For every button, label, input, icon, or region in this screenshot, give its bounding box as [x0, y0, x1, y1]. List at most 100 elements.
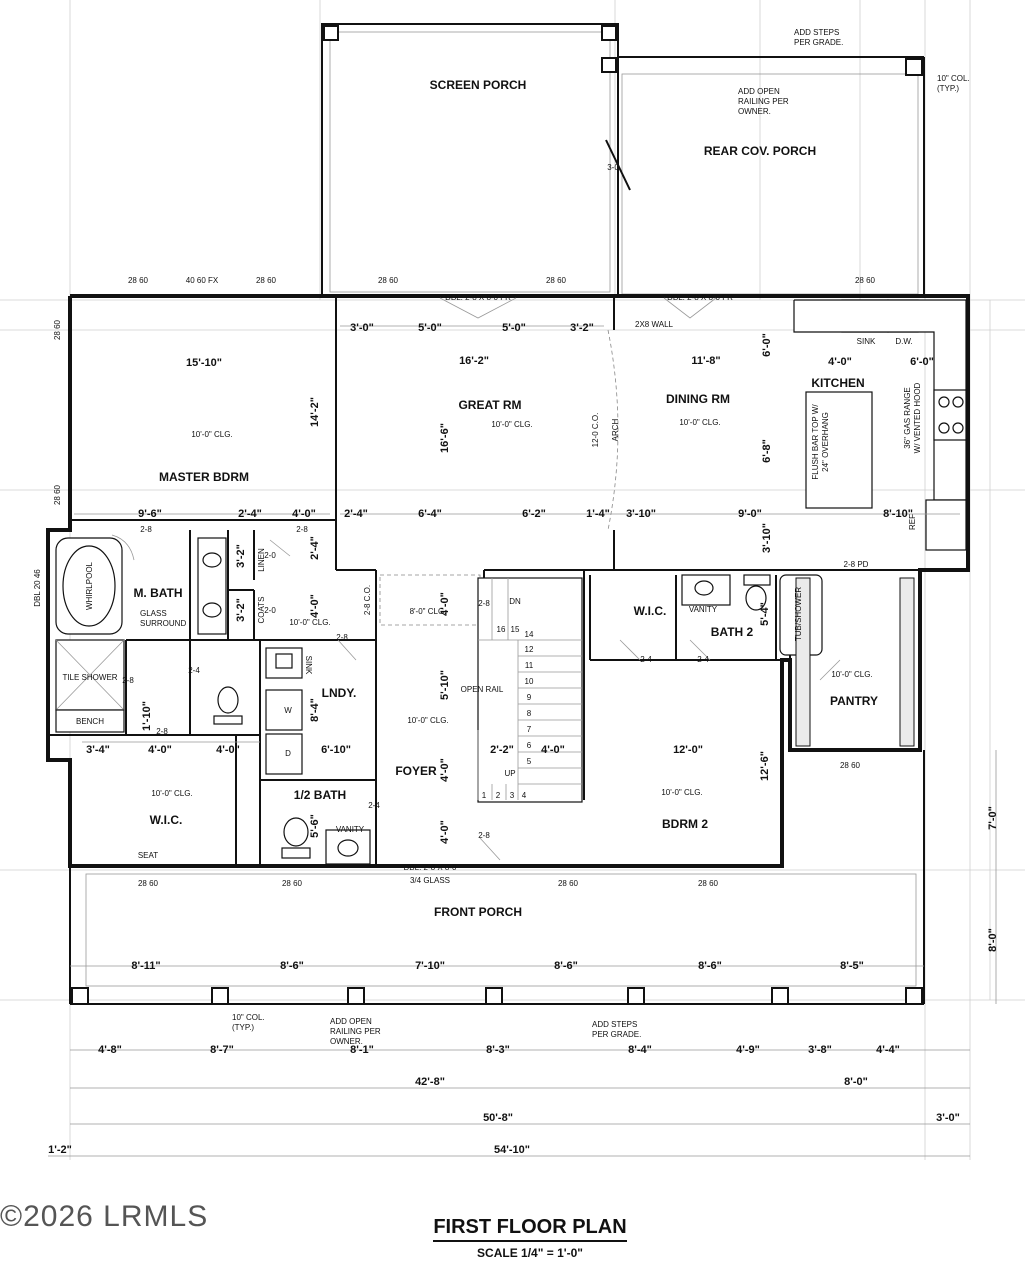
label-window-2046: DBL 20 46: [33, 569, 42, 607]
label-pd-28: 2-8 PD: [844, 560, 869, 569]
label-co-28: 2-8 C.O.: [363, 585, 372, 615]
stair-number: 6: [527, 741, 532, 750]
dimension: 8'-6": [698, 960, 722, 972]
room-rear-porch: REAR COV. PORCH: [704, 144, 816, 158]
room-foyer: FOYER: [395, 764, 437, 778]
label-washer: W: [284, 706, 292, 715]
dimension: 3'-0": [936, 1112, 960, 1124]
label-ref: REF: [908, 514, 917, 530]
dimension: 5'-0": [418, 322, 442, 334]
dimension: 6'-0": [910, 356, 934, 368]
stair-number: 9: [527, 693, 532, 702]
dimension: 1'-10": [141, 701, 153, 731]
room-labels: SCREEN PORCH REAR COV. PORCH MASTER BDRM…: [133, 78, 878, 919]
stair-number: 16: [497, 625, 506, 634]
window-label: 28 60: [855, 276, 876, 285]
label-sink-lndy: SINK: [304, 656, 313, 675]
door-label: 2-8: [478, 599, 490, 608]
room-bdrm2: BDRM 2: [662, 817, 708, 831]
ceiling-pantry: 10'-0" CLG.: [831, 670, 872, 679]
label-open-rail: OPEN RAIL: [461, 685, 504, 694]
dimension: 8'-4": [628, 1044, 652, 1056]
label-tub-shower: TUB/SHOWER: [794, 587, 803, 641]
label-arch: ARCH: [611, 418, 620, 441]
dimension: 14'-2": [309, 397, 321, 427]
dimension: 4'-0": [439, 758, 451, 782]
dimension: 3'-4": [86, 744, 110, 756]
room-master-bdrm: MASTER BDRM: [159, 470, 249, 484]
note-steps-bot: PER GRADE.: [592, 1030, 641, 1039]
label-sink-kitchen: SINK: [857, 337, 876, 346]
note-rail-top: RAILING PER: [738, 97, 789, 106]
window-label: 28 60: [53, 484, 62, 505]
stair-number: 10: [525, 677, 534, 686]
dimension: 8'-7": [210, 1044, 234, 1056]
label-vanity-bath2: VANITY: [689, 605, 718, 614]
label-seat: SEAT: [138, 851, 158, 860]
stair-number: 8: [527, 709, 532, 718]
dimension: 7'-0": [987, 806, 999, 830]
label-linen: LINEN: [257, 548, 266, 572]
note-rail-top: ADD OPEN: [738, 87, 780, 96]
label-window-4060: 40 60 FX: [186, 276, 219, 285]
dimension: 6'-4": [418, 508, 442, 520]
label-2x8-wall: 2X8 WALL: [635, 320, 673, 329]
label-glass-surround-2: SURROUND: [140, 619, 186, 628]
dimension: 2'-4": [309, 536, 321, 560]
dimension: 4'-0": [216, 744, 240, 756]
interior-walls: [48, 296, 968, 866]
ceiling-great: 10'-0" CLG.: [491, 420, 532, 429]
label-bar-2: 24" OVERHANG: [821, 412, 830, 472]
dimension: 1'-2": [48, 1144, 72, 1156]
dimension: 5'-0": [502, 322, 526, 334]
dimension: 4'-0": [309, 594, 321, 618]
dimension: 6'-0": [761, 333, 773, 357]
dimension: 11'-8": [691, 355, 720, 367]
label-dbl-fr-2: DBL. 2-8 X 8-0 FR: [667, 293, 733, 302]
front-porch-outline: [69, 750, 925, 1005]
label-up: UP: [504, 769, 515, 778]
room-screen-porch: SCREEN PORCH: [430, 78, 527, 92]
dimension: 54'-10": [494, 1144, 530, 1156]
dimension: 15'-10": [186, 357, 222, 369]
dimension: 6'-10": [321, 744, 351, 756]
dimension: 50'-8": [483, 1112, 513, 1124]
door-label: 2-4: [697, 655, 709, 664]
label-bar-1: FLUSH BAR TOP W/: [811, 404, 820, 480]
ceiling-dining: 10'-0" CLG.: [679, 418, 720, 427]
dimension-labels: 3'-0" 5'-0" 5'-0" 3'-2" 15'-10" 16'-2" 1…: [48, 322, 999, 1156]
dimension: 4'-0": [148, 744, 172, 756]
label-vanity-half: VANITY: [336, 825, 365, 834]
stair-number: 3: [510, 791, 515, 800]
note-rail-bot: ADD OPEN: [330, 1017, 372, 1026]
dimension: 4'-4": [876, 1044, 900, 1056]
label-glass-34: 3/4 GLASS: [410, 876, 450, 885]
room-lndy: LNDY.: [322, 686, 357, 700]
note-col-top: 10" COL.: [937, 74, 970, 83]
room-great-rm: GREAT RM: [458, 398, 521, 412]
door-label: 2-8: [156, 727, 168, 736]
dimension: 4'-0": [292, 508, 316, 520]
title-block: FIRST FLOOR PLAN SCALE 1/4" = 1'-0": [380, 1216, 680, 1260]
window-labels: 28 60 28 60 28 60 28 60 28 60 28 60 28 6…: [53, 276, 876, 888]
room-wic-master: W.I.C.: [150, 813, 183, 827]
stair-number: 11: [525, 661, 534, 670]
dimension: 8'-1": [350, 1044, 374, 1056]
dimension: 4'-9": [736, 1044, 760, 1056]
dimension: 8'-4": [309, 698, 321, 722]
ceiling-master: 10'-0" CLG.: [191, 430, 232, 439]
dimension: 6'-8": [761, 439, 773, 463]
dimension: 4'-0": [439, 592, 451, 616]
note-steps-bot: ADD STEPS: [592, 1020, 637, 1029]
dimension: 8'-0": [987, 928, 999, 952]
dimension: 8'-5": [840, 960, 864, 972]
dimension: 8'-6": [554, 960, 578, 972]
dimension: 16'-6": [439, 423, 451, 453]
door-label: 2-4: [368, 801, 380, 810]
dimension: 8'-0": [844, 1076, 868, 1088]
dimension: 6'-2": [522, 508, 546, 520]
note-rail-top: OWNER.: [738, 107, 771, 116]
label-range-1: 36" GAS RANGE: [903, 387, 912, 449]
dimension: 12'-6": [759, 751, 771, 781]
dimension: 4'-0": [828, 356, 852, 368]
